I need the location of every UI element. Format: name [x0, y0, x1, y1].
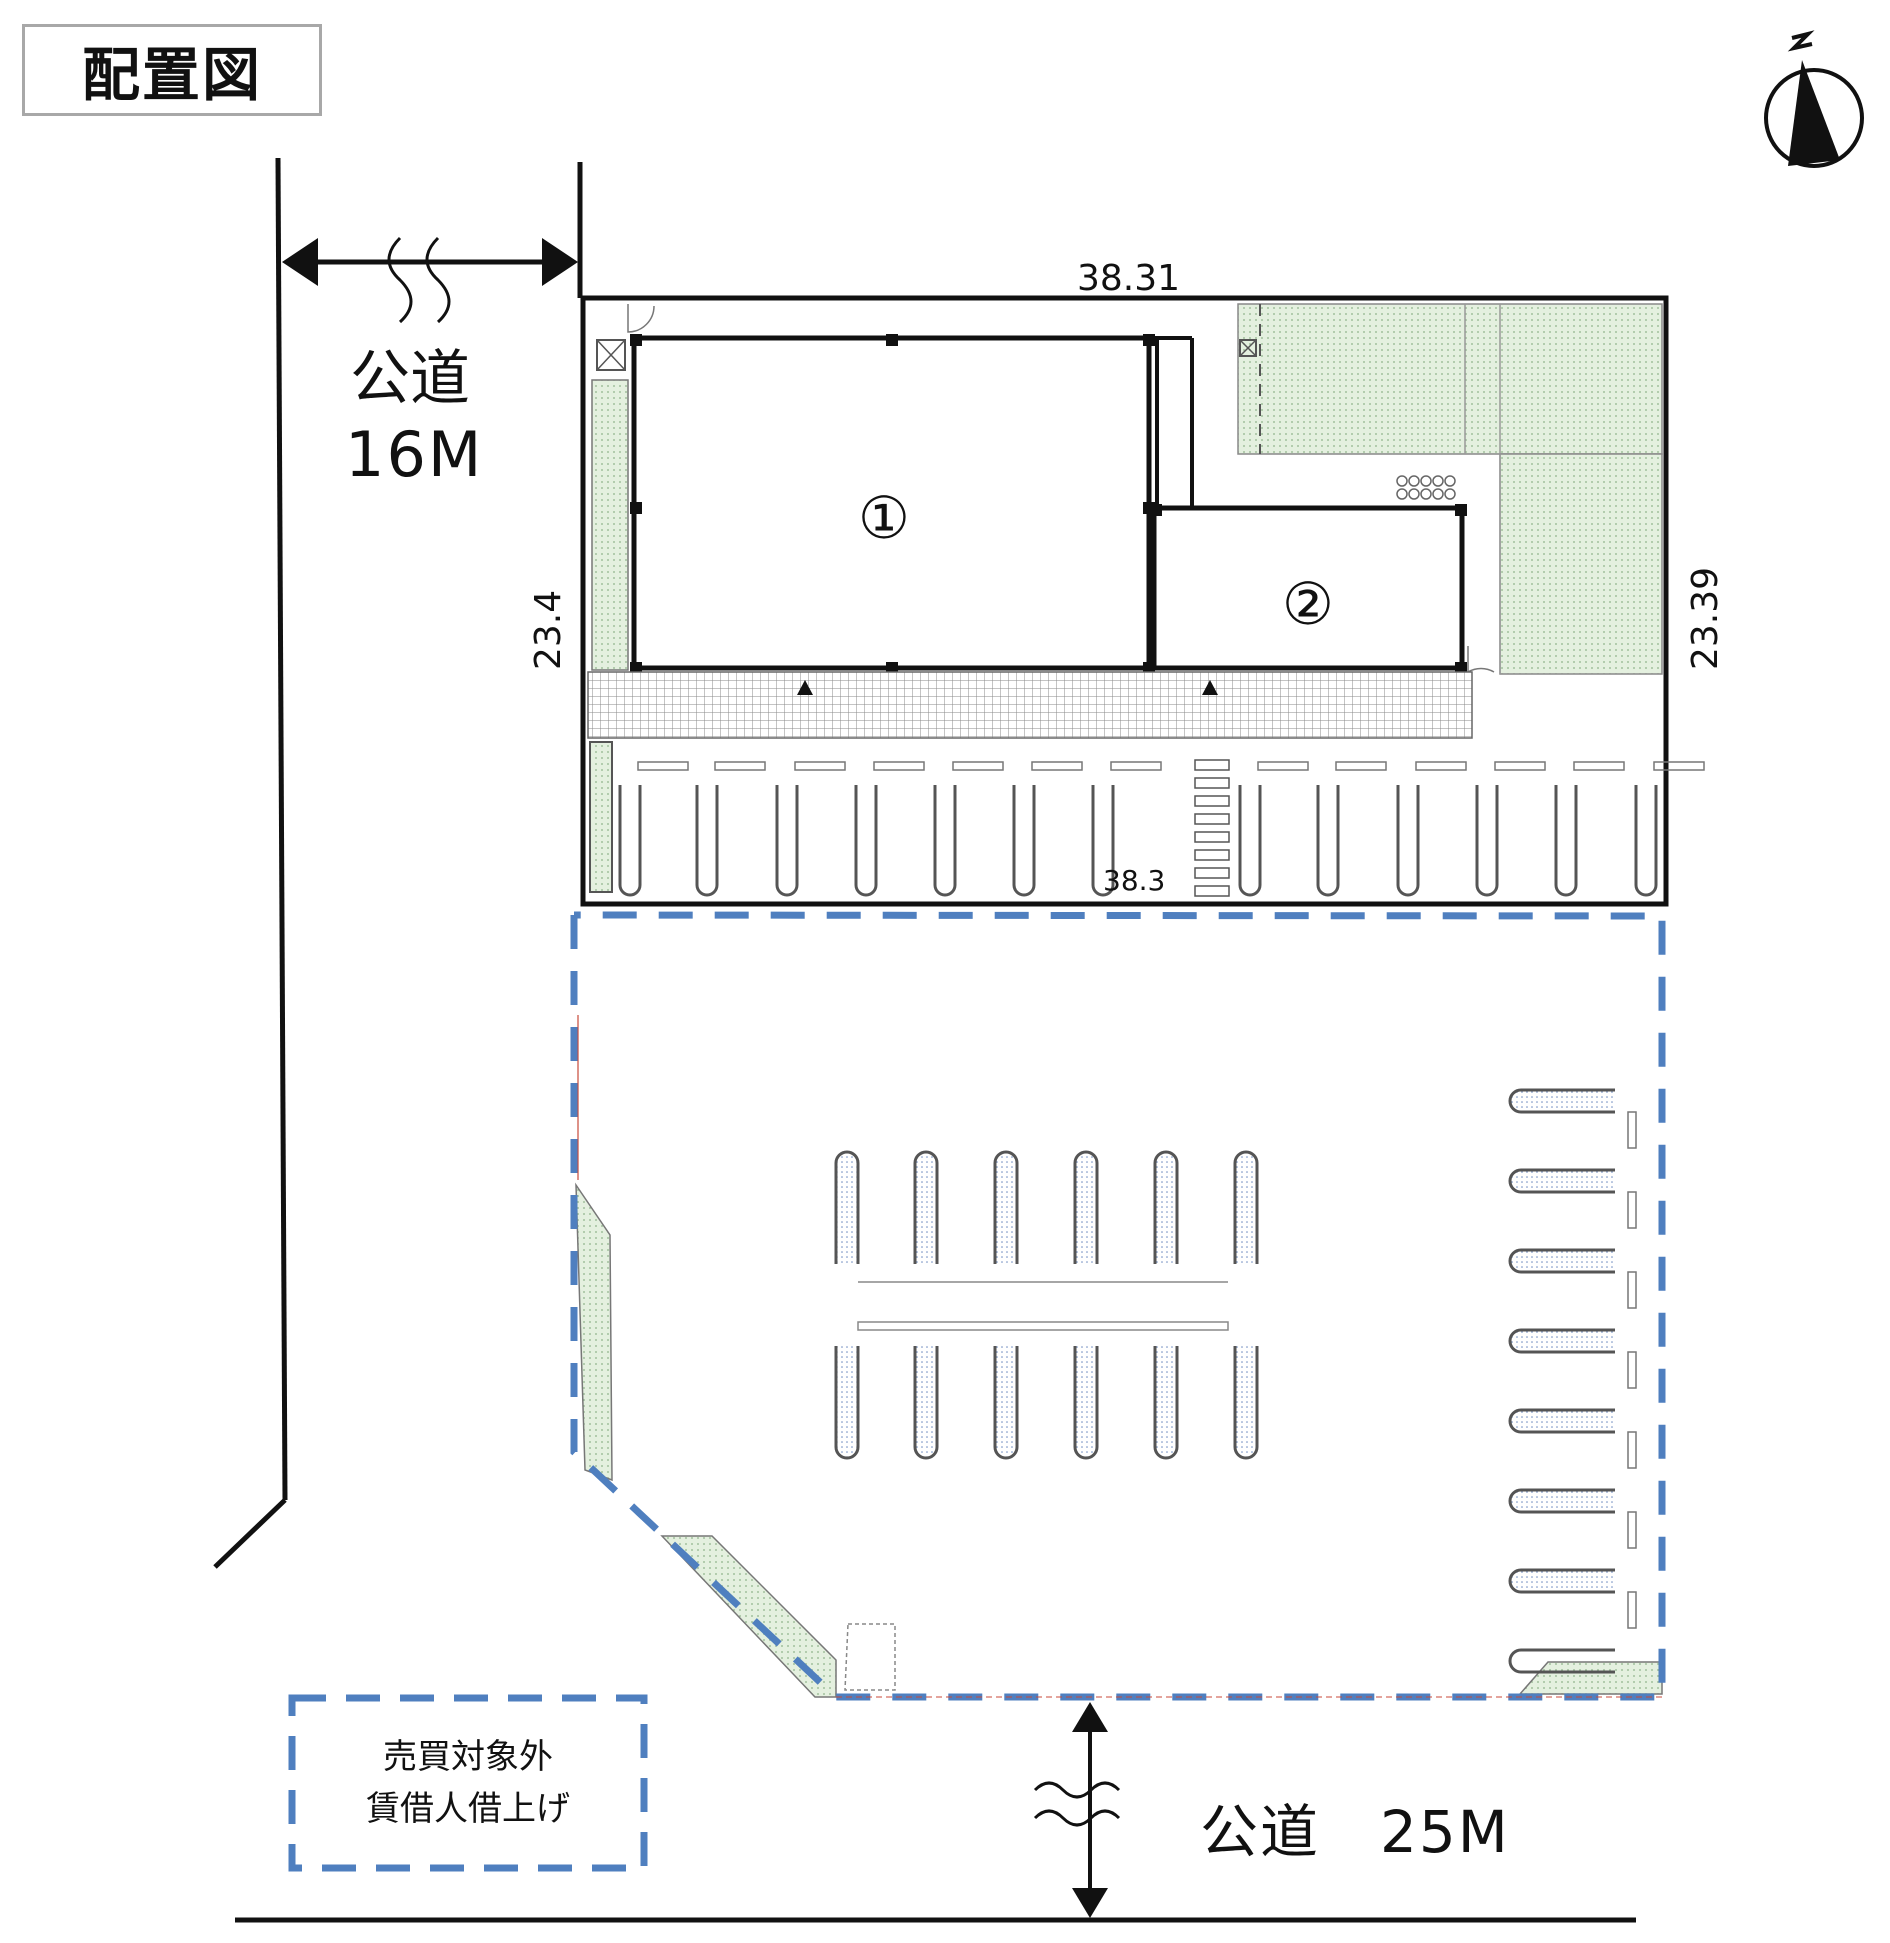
road-left-width-arrow: [282, 236, 578, 324]
building-2-label: ②: [1282, 570, 1334, 638]
road-bottom: [235, 1702, 1636, 1923]
parking-stall-divider: [834, 1150, 860, 1264]
wheel-stop: [1627, 1351, 1637, 1389]
parking-stall-divider: [913, 1150, 939, 1264]
entrance-triangle-icon: [797, 680, 813, 695]
wheel-stop: [1573, 761, 1625, 771]
parking-stall-divider: [1508, 1248, 1615, 1274]
parking-stall-divider: [1508, 1488, 1615, 1514]
parking-stall-divider: [834, 1346, 860, 1460]
wheel-stop: [1627, 1271, 1637, 1309]
parking-stall-divider: [1316, 785, 1340, 897]
wheel-stop: [1494, 761, 1546, 771]
parking-stall-divider: [1233, 1346, 1259, 1460]
wheel-stop: [1627, 1591, 1637, 1629]
wheel-stop: [1257, 761, 1309, 771]
parking-stall-divider: [1396, 785, 1420, 897]
road-left-width: 16M: [345, 418, 484, 491]
wheel-stop: [873, 761, 925, 771]
parking-stall-divider: [1508, 1088, 1615, 1114]
parking-stall-divider: [913, 1346, 939, 1460]
entrance-triangle-icon: [1202, 680, 1218, 695]
parking-stall-divider: [1012, 785, 1036, 897]
legend-line-1: 売買対象外: [383, 1737, 553, 1777]
parking-row-upper: [618, 761, 1705, 897]
parking-stall-divider: [695, 785, 719, 897]
building-1-label: ①: [858, 484, 910, 552]
wheel-stop: [714, 761, 766, 771]
parking-stall-divider: [1233, 1150, 1259, 1264]
parking-stall-divider: [1073, 1150, 1099, 1264]
wheel-stop: [1110, 761, 1162, 771]
diagram-title: 配置図: [22, 24, 322, 116]
parking-lower-right: [1508, 1088, 1637, 1674]
parking-stall-divider: [1508, 1568, 1615, 1594]
parking-stall-divider: [1554, 785, 1578, 897]
canopy-grid: [587, 671, 1473, 739]
parking-stall-divider: [1508, 1328, 1615, 1354]
wheel-stop: [794, 761, 846, 771]
parking-stall-divider: [1475, 785, 1499, 897]
parking-stall-divider: [1508, 1168, 1615, 1194]
parking-lower-center: [834, 1150, 1259, 1460]
legend-box-border: [288, 1694, 648, 1872]
parking-stall-divider: [618, 785, 642, 897]
road-left: [213, 157, 583, 1569]
parking-stall-divider: [1238, 785, 1262, 897]
wheel-stop: [1415, 761, 1467, 771]
wheel-stop: [1653, 761, 1705, 771]
parking-stall-divider: [1153, 1346, 1179, 1460]
parking-stall-divider: [993, 1346, 1019, 1460]
building-2: [1150, 504, 1467, 674]
wheel-stop: [1335, 761, 1387, 771]
parking-stall-divider: [775, 785, 799, 897]
parking-stall-divider: [1508, 1648, 1615, 1674]
leased-lot: [570, 911, 1666, 1701]
dimension-left: 23.4: [528, 589, 569, 670]
wheel-stop: [952, 761, 1004, 771]
parking-stall-divider: [993, 1150, 1019, 1264]
median-strip: [857, 1321, 1229, 1331]
crosswalk: [1194, 759, 1230, 897]
parking-stall-divider: [1153, 1150, 1179, 1264]
parking-stall-divider: [1073, 1346, 1099, 1460]
wheel-stop: [1627, 1191, 1637, 1229]
wheel-stop: [637, 761, 689, 771]
parking-stall-divider: [1508, 1408, 1615, 1434]
parking-stall-divider: [933, 785, 957, 897]
legend: 売買対象外 賃借人借上げ: [292, 1698, 644, 1868]
wheel-stop: [1627, 1111, 1637, 1149]
wheel-stop: [1031, 761, 1083, 771]
road-bottom-label: 公道 25M: [1200, 1798, 1510, 1866]
parking-stall-divider: [854, 785, 878, 897]
dimension-bottom: 38.3: [1103, 864, 1166, 897]
legend-line-2: 賃借人借上げ: [366, 1789, 570, 1829]
wheel-stop: [1627, 1431, 1637, 1469]
building-1: [630, 334, 1194, 674]
north-arrow-icon: [1764, 30, 1864, 168]
road-left-name: 公道: [350, 344, 470, 414]
dimension-top: 38.31: [1077, 258, 1181, 299]
wheel-stop: [1627, 1511, 1637, 1549]
parking-stall-divider: [1091, 785, 1115, 897]
dimension-right: 23.39: [1685, 566, 1726, 670]
parking-stall-divider: [1634, 785, 1658, 897]
